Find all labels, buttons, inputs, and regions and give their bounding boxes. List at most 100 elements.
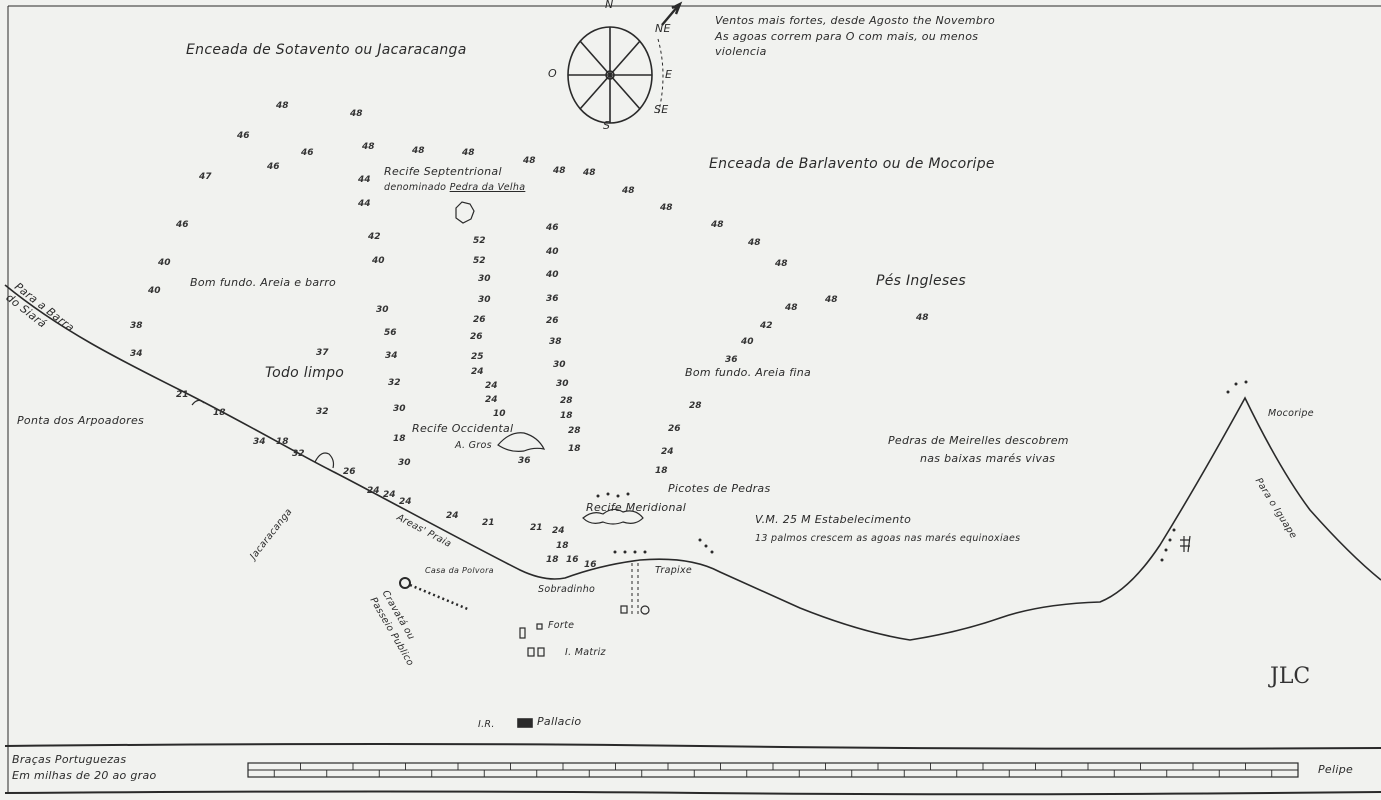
scale-border-bottom [4,790,1381,796]
depth-sounding: 30 [393,404,406,414]
depth-sounding: 38 [130,321,143,331]
depth-sounding: 48 [660,203,673,213]
depth-sounding: 24 [446,511,459,521]
jacaracanga-mark [314,452,335,469]
label-a-gros: A. Gros [455,440,492,451]
rock-mark [616,494,620,498]
rock-mark [1172,528,1176,532]
compass-s: S [603,119,611,132]
depth-sounding: 10 [493,409,506,419]
cravata-mark [399,577,411,589]
depth-sounding: 34 [253,437,266,447]
rock-mark [698,538,702,542]
depth-sounding: 46 [267,162,280,172]
label-todo-limpo: Todo limpo [265,365,345,381]
depth-sounding: 21 [482,518,495,528]
label-casa-polvora: Casa da Polvora [425,566,494,575]
depth-sounding: 24 [367,486,380,496]
scale-border-top [4,743,1381,750]
depth-sounding: 26 [470,332,483,342]
depth-sounding: 32 [388,378,401,388]
depth-sounding: 48 [462,148,475,158]
reef-meridional [582,508,644,525]
depth-sounding: 16 [566,555,579,565]
depth-sounding: 52 [473,256,486,266]
depth-sounding: 26 [473,315,486,325]
depth-sounding: 24 [471,367,484,377]
rock-mark [1160,558,1164,562]
rock-mark [1226,390,1230,394]
depth-sounding: 48 [276,101,289,111]
label-trapixe: Trapixe [655,565,693,576]
depth-sounding: 37 [316,348,329,358]
depth-sounding: 48 [622,186,635,196]
rock-mark [1164,548,1168,552]
depth-sounding: 36 [518,456,531,466]
compass-rose [567,26,664,124]
depth-sounding: 48 [553,166,566,176]
trapixe-mark [631,563,639,615]
depth-sounding: 18 [393,434,406,444]
depth-sounding: 48 [775,259,788,269]
rock-mark [1234,382,1238,386]
depth-sounding: 48 [825,295,838,305]
depth-sounding: 46 [176,220,189,230]
compass-ne: NE [655,22,671,35]
depth-sounding: 30 [398,458,411,468]
depth-sounding: 48 [523,156,536,166]
depth-sounding: 18 [546,555,559,565]
depth-sounding: 24 [485,395,498,405]
label-recife-septentrional: Recife Septentrional [384,165,502,178]
depth-sounding: 18 [556,541,569,551]
rock-mark [1168,538,1172,542]
label-matriz: I. Matriz [565,647,606,658]
depth-sounding: 40 [372,256,385,266]
label-bom-fundo-barro: Bom fundo. Areia e barro [190,276,337,289]
label-recife-occidental: Recife Occidental [412,422,514,435]
depth-sounding: 21 [176,390,189,400]
depth-sounding: 18 [568,444,581,454]
label-forte: Forte [548,620,575,631]
depth-sounding: 30 [478,295,491,305]
depth-sounding: 18 [655,466,668,476]
depth-sounding: 44 [358,175,371,185]
depth-sounding: 46 [237,131,250,141]
depth-sounding: 40 [148,286,161,296]
rock-mark [596,494,600,498]
note-ventos-3: violencia [715,45,767,58]
depth-sounding: 42 [368,232,381,242]
depth-sounding: 48 [785,303,798,313]
scale-label-1: Braças Portuguezas [12,753,127,766]
rock-mark [710,550,714,554]
arpoadores-mark [191,399,205,406]
rock-mark [623,550,627,554]
depth-sounding: 40 [158,258,171,268]
scale-label-2: Em milhas de 20 ao grao [12,769,157,782]
label-pallacio: Pallacio [537,715,582,728]
depth-sounding: 48 [748,238,761,248]
coastline [4,284,1381,641]
reef-pedra-velha [455,201,475,224]
passeio-publico-path [409,583,471,612]
label-denominado: denominado Pedra da Velha [384,182,526,193]
scale-author: Pelipe [1318,763,1354,776]
depth-sounding: 26 [546,316,559,326]
depth-sounding: 30 [553,360,566,370]
depth-sounding: 21 [530,523,543,533]
mocoripe-mark [1180,535,1191,553]
depth-sounding: 30 [478,274,491,284]
depth-sounding: 48 [583,168,596,178]
label-enseada-sotavento: Enceada de Sotavento ou Jacaracanga [186,42,467,58]
depth-sounding: 48 [362,142,375,152]
depth-sounding: 38 [549,337,562,347]
depth-sounding: 32 [316,407,329,417]
depth-sounding: 26 [668,424,681,434]
depth-sounding: 52 [473,236,486,246]
compass-n: N [605,0,614,11]
signature: JLC [1270,664,1311,689]
note-ventos-1: Ventos mais fortes, desde Agosto the Nov… [715,14,996,27]
label-bom-fundo-fina: Bom fundo. Areia fina [685,366,812,379]
depth-sounding: 48 [412,146,425,156]
label-pedras-meirelles-2: nas baixas marés vivas [920,452,1056,465]
rock-mark [613,550,617,554]
